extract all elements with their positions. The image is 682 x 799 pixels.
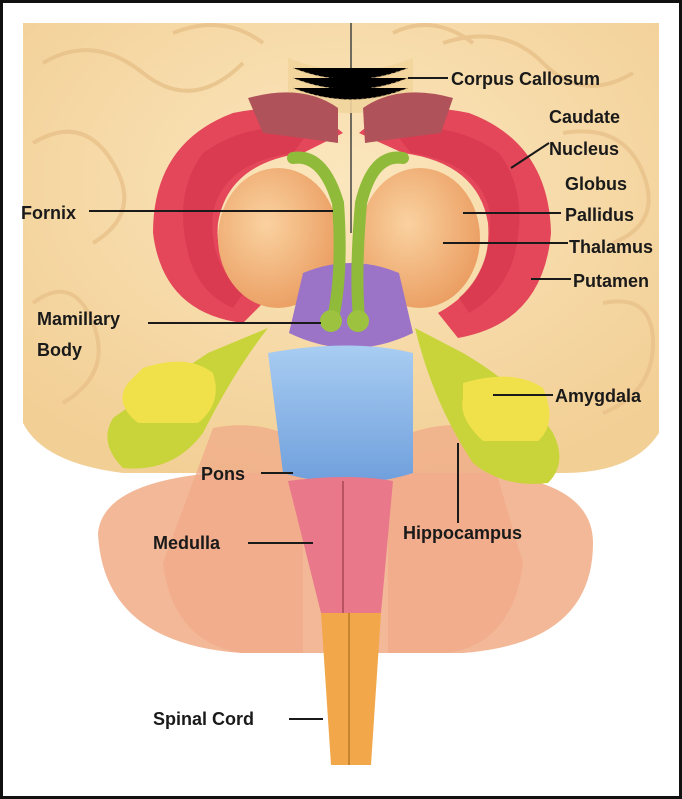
label-globus: Globus	[565, 174, 627, 194]
mamillary-body-left	[320, 310, 342, 332]
label-fornix: Fornix	[21, 203, 76, 223]
pons	[268, 346, 413, 484]
brain-anatomy-diagram: Corpus Callosum Caudate Nucleus Globus P…	[3, 3, 679, 796]
label-spinal-cord: Spinal Cord	[153, 709, 254, 729]
label-mamillary: Mamillary	[37, 309, 120, 329]
mamillary-body-right	[347, 310, 369, 332]
label-medulla: Medulla	[153, 533, 221, 553]
spinal-cord	[321, 613, 381, 765]
label-hippocampus: Hippocampus	[403, 523, 522, 543]
label-pons: Pons	[201, 464, 245, 484]
label-nucleus: Nucleus	[549, 139, 619, 159]
label-caudate: Caudate	[549, 107, 620, 127]
label-thalamus: Thalamus	[569, 237, 653, 257]
label-body: Body	[37, 340, 82, 360]
midbrain	[289, 263, 413, 348]
label-putamen: Putamen	[573, 271, 649, 291]
amygdala-right	[462, 377, 549, 441]
label-corpus-callosum: Corpus Callosum	[451, 69, 600, 89]
label-pallidus: Pallidus	[565, 205, 634, 225]
label-amygdala: Amygdala	[555, 386, 642, 406]
